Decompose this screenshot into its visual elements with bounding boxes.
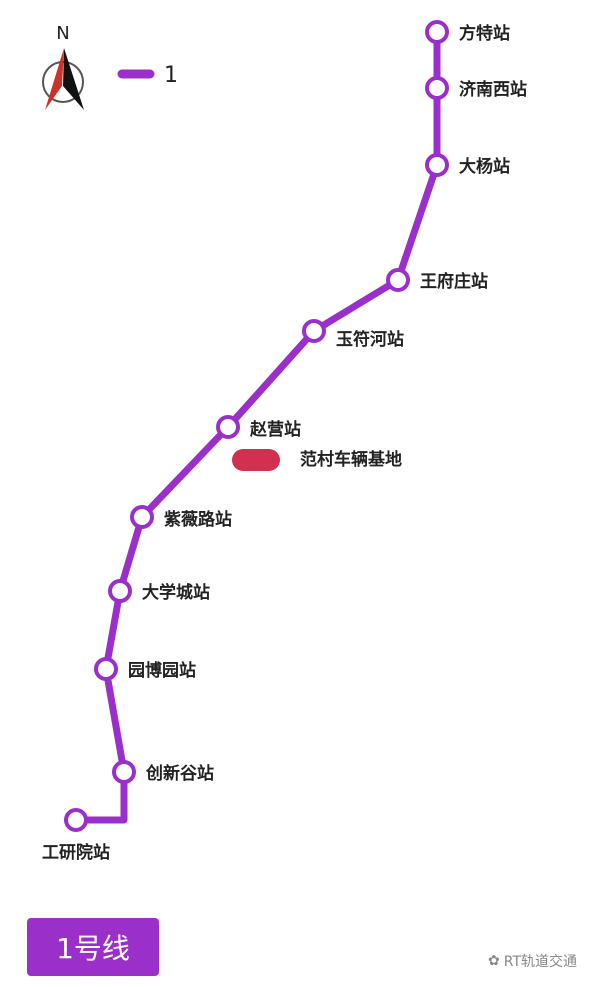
station-label: 紫薇路站 [164, 509, 232, 530]
compass-north-label: N [56, 23, 69, 44]
station-marker[interactable] [425, 20, 449, 44]
wechat-icon: ✿ [488, 953, 500, 969]
depot-marker [232, 449, 280, 471]
compass-needle-red [45, 48, 64, 110]
station-marker[interactable] [108, 579, 132, 603]
station-marker[interactable] [386, 268, 410, 292]
station-marker[interactable] [112, 760, 136, 784]
station-label: 济南西站 [459, 79, 527, 100]
station-label: 玉符河站 [336, 329, 404, 350]
station-label: 工研院站 [42, 842, 110, 863]
station-label: 创新谷站 [145, 763, 214, 784]
station-marker[interactable] [94, 657, 118, 681]
line-1-button[interactable]: 1号线 [27, 918, 159, 976]
station-marker[interactable] [64, 808, 88, 832]
station-marker[interactable] [425, 76, 449, 100]
compass-needle-black [63, 48, 84, 110]
station-label: 园博园站 [128, 660, 196, 681]
compass: N [42, 23, 84, 110]
station-marker[interactable] [216, 415, 240, 439]
station-label: 方特站 [459, 23, 510, 44]
station-marker[interactable] [302, 319, 326, 343]
station-marker[interactable] [130, 505, 154, 529]
watermark: ✿RT轨道交通 [488, 951, 577, 971]
station-label: 王府庄站 [420, 271, 488, 292]
station-label: 赵营站 [249, 419, 301, 440]
station-marker[interactable] [425, 153, 449, 177]
depot-label: 范村车辆基地 [300, 449, 402, 470]
station-label: 大学城站 [142, 582, 210, 603]
watermark-text: RT轨道交通 [503, 954, 577, 970]
legend-line-label: 1 [164, 63, 178, 88]
station-label: 大杨站 [459, 156, 510, 177]
